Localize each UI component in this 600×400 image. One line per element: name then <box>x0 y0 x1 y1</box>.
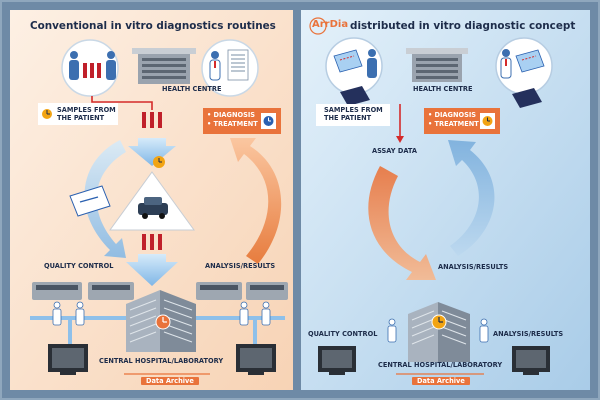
left-doctor-bubble <box>201 39 259 97</box>
left-diagnosis-clock-icon <box>263 116 274 126</box>
left-central-hospital-building <box>126 290 196 352</box>
left-central-hospital-label: CENTRAL HOSPITAL/LABORATORY <box>99 357 224 365</box>
right-patient-bubble <box>325 37 383 95</box>
right-cycle-arrow-blue <box>448 140 495 256</box>
right-samples-box <box>316 104 390 126</box>
right-analysis-results-label-2: ANALYSIS/RESULTS <box>493 330 564 338</box>
right-quality-control-label: QUALITY CONTROL <box>308 330 378 338</box>
sample-tubes-icon <box>83 63 101 78</box>
arrdia-logo <box>309 17 327 35</box>
right-cycle-arrow-orange <box>368 166 436 280</box>
left-monitor-icon-1 <box>48 344 88 375</box>
right-red-arrowhead <box>396 136 404 143</box>
patient-person-icon <box>367 49 377 78</box>
right-reader-device-left <box>340 86 370 106</box>
biochip-card-icon <box>515 49 545 73</box>
right-samples-label-1: SAMPLES FROM <box>324 106 383 114</box>
left-red-connector <box>91 96 153 110</box>
left-quality-control-label: QUALITY CONTROL <box>44 262 114 270</box>
doctor-person-icon <box>209 51 221 81</box>
envelope-icon <box>69 185 111 217</box>
right-lab-staff-icons <box>387 318 489 343</box>
left-tube-rack-icon-2 <box>142 234 162 250</box>
left-analysis-results-label: ANALYSIS/RESULTS <box>205 262 276 270</box>
left-lab-staff-icons <box>52 301 271 326</box>
arrdia-logo-text: ArrDia <box>312 19 349 30</box>
right-analysis-results-label: ANALYSIS/RESULTS <box>438 263 509 271</box>
left-panel-title: Conventional in vitro diagnostics routin… <box>30 20 276 32</box>
right-data-archive-label: Data Archive <box>412 377 470 385</box>
report-document-icon <box>227 49 249 81</box>
left-cycle-arrow-orange <box>230 138 282 264</box>
left-data-archive-label: Data Archive <box>141 377 199 385</box>
right-hospital-clock-icon <box>431 314 447 330</box>
left-cycle-arrow-blue <box>84 140 126 258</box>
left-diagnosis-label: • DIAGNOSIS <box>207 111 256 119</box>
right-central-hospital-label: CENTRAL HOSPITAL/LABORATORY <box>378 361 503 369</box>
left-samples-clock-icon <box>42 109 52 119</box>
right-panel-title: distributed in vitro diagnostic concept <box>350 20 576 32</box>
right-diagnosis-clock-icon <box>482 116 493 126</box>
patient-person-icon <box>69 51 116 80</box>
ambulance-car-icon <box>138 197 168 219</box>
right-central-hospital-building <box>408 302 470 362</box>
left-down-arrow-top <box>128 138 176 166</box>
left-down-arrow-bottom <box>126 254 178 286</box>
left-patient-bubble <box>61 39 119 97</box>
right-samples-label-2: THE PATIENT <box>324 114 372 122</box>
left-tube-rack-icon <box>142 112 162 128</box>
biochip-card-icon <box>333 49 363 73</box>
doctor-person-icon <box>500 49 512 79</box>
right-monitor-icon-2 <box>512 346 550 375</box>
right-diagnosis-label: • DIAGNOSIS <box>428 111 477 119</box>
right-reader-device-right <box>512 88 542 108</box>
right-assay-data-label: ASSAY DATA <box>372 147 417 155</box>
left-samples-box <box>38 103 118 125</box>
right-health-centre-label: HEALTH CENTRE <box>413 85 473 93</box>
left-monitor-icon-2 <box>236 344 276 375</box>
left-health-centre-building <box>132 48 196 84</box>
left-samples-label-1: SAMPLES FROM <box>57 106 116 114</box>
left-treatment-label: • TREATMENT <box>207 120 258 128</box>
right-monitor-icon-1 <box>318 346 356 375</box>
left-transport-clock-icon <box>153 156 165 168</box>
left-hospital-clock-icon <box>155 314 171 330</box>
right-health-centre-building <box>406 48 468 82</box>
left-samples-label-2: THE PATIENT <box>57 114 105 122</box>
right-treatment-label: • TREATMENT <box>428 120 479 128</box>
left-lab-analyzers <box>32 282 288 300</box>
right-doctor-bubble <box>495 37 553 95</box>
left-health-centre-label: HEALTH CENTRE <box>162 85 222 93</box>
